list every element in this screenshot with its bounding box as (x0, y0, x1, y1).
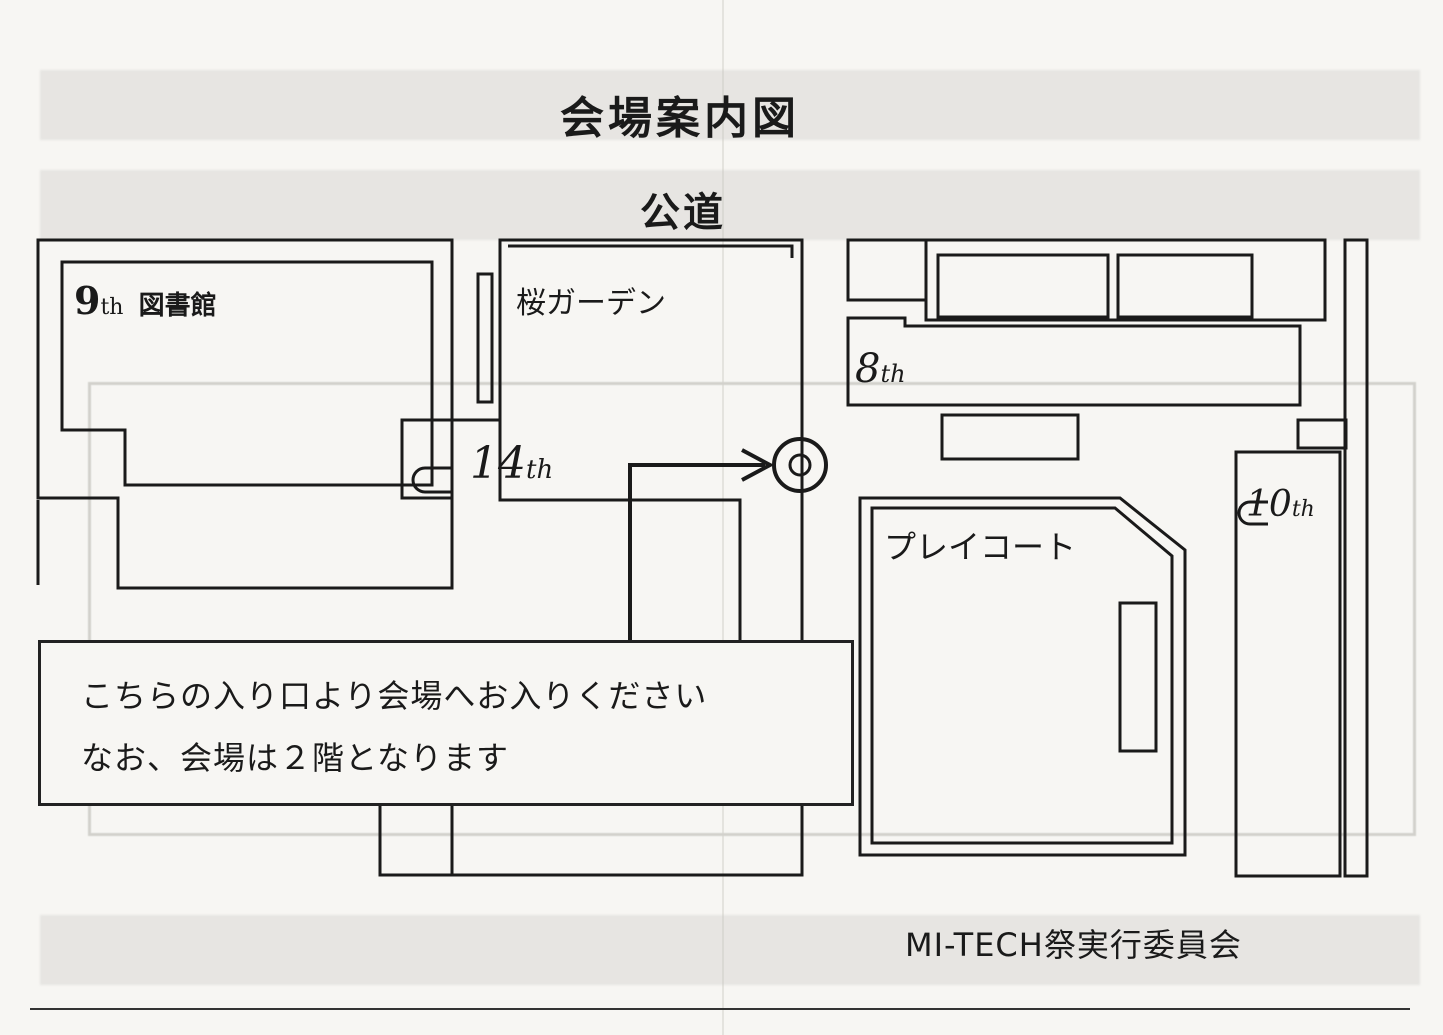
building-8-outline (846, 316, 1302, 407)
building-9-label: 9th 図書館 (74, 278, 217, 323)
building-10-outline (1234, 450, 1342, 878)
door-icon (411, 466, 452, 494)
notice-line-2: なお、会場は２階となります (81, 739, 510, 777)
building-14-inner-line (508, 244, 794, 258)
building-9-inner (60, 260, 434, 487)
building-14-corridor (452, 418, 742, 640)
building-10-number: 10 (1246, 484, 1292, 525)
building-8-suffix: th (880, 360, 906, 388)
play-court-outline (858, 496, 1187, 857)
show-through-frame (88, 382, 1416, 836)
building-10-suffix: th (1291, 497, 1315, 522)
show-through-band (40, 170, 1420, 240)
block-top-connector (924, 238, 1327, 322)
building-9-suffix: th (100, 295, 124, 320)
play-court-label: プレイコート (884, 528, 1077, 566)
door-icon (1237, 500, 1268, 526)
committee-credit: MI-TECH祭実行委員会 (905, 926, 1242, 964)
play-court-inner (870, 506, 1174, 845)
notice-line-1: こちらの入り口より会場へお入りください (81, 677, 708, 715)
bottom-rule (30, 1008, 1410, 1010)
right-strip-box (1296, 418, 1348, 450)
arrow-icon (628, 463, 765, 640)
entrance-marker-icon (772, 437, 828, 493)
page-title: 会場案内図 (560, 93, 800, 144)
road-label: 公道 (640, 190, 726, 236)
show-through-band (40, 915, 1420, 985)
arrow-head-icon (741, 448, 775, 482)
show-through-band (40, 70, 1420, 140)
block-top-b (1116, 253, 1254, 319)
block-top-left (846, 238, 928, 302)
building-14-suffix: th (526, 455, 554, 485)
building-9-name: 図書館 (138, 291, 217, 321)
entrance-marker-inner-icon (788, 453, 812, 477)
building-14-lower (378, 806, 452, 877)
court-net-post (1118, 601, 1158, 753)
block-top-a (936, 253, 1110, 319)
garden-label: 桜ガーデン (516, 286, 666, 321)
building-10-label: 10th (1246, 484, 1315, 525)
right-strip-outer (1343, 238, 1369, 878)
paper-fold (722, 0, 724, 1035)
building-14-label: 14th (470, 438, 553, 489)
building-9-number: 9 (74, 278, 101, 323)
garden-strip (476, 272, 494, 404)
building-8-label: 8th (855, 346, 906, 392)
building-14-number: 14 (470, 438, 526, 489)
entrance-notice: こちらの入り口より会場へお入りください なお、会場は２階となります (38, 640, 854, 806)
small-block (940, 413, 1080, 461)
building-9-lower-wing (36, 500, 120, 585)
building-8-number: 8 (855, 346, 881, 392)
